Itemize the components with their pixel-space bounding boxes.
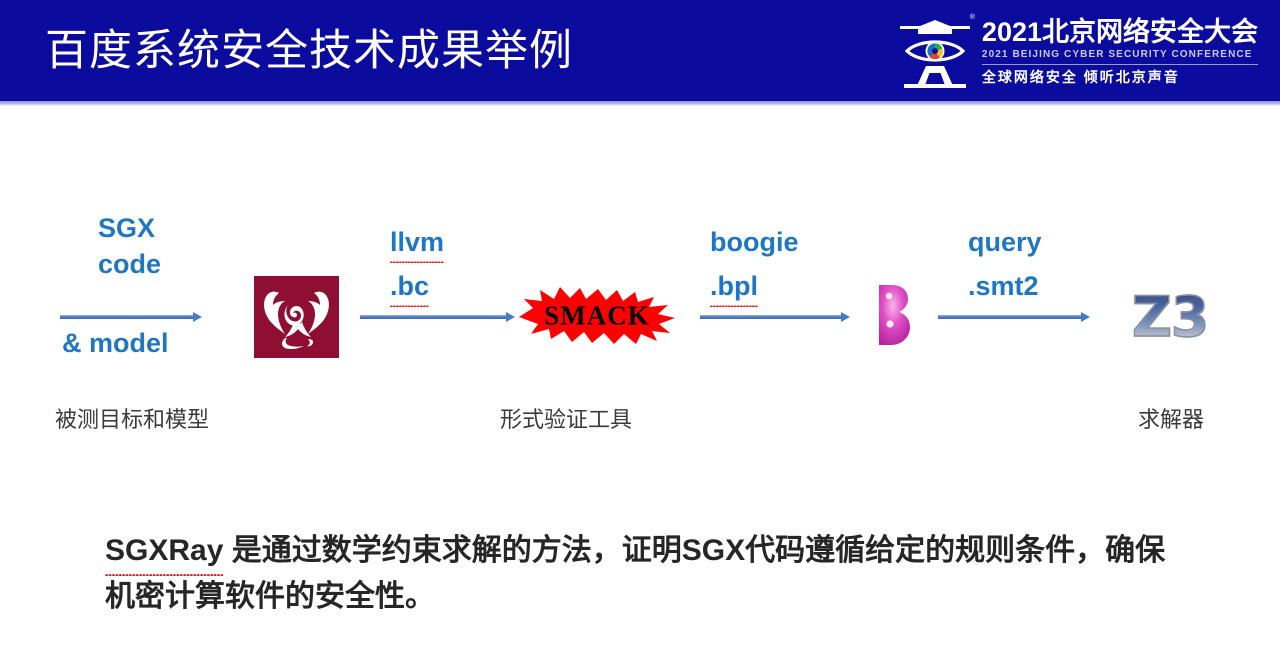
- edge-1-top-label: SGX: [98, 213, 156, 243]
- arrow-4: [938, 312, 1090, 322]
- edge-4-mid-label: .smt2: [968, 271, 1039, 301]
- arrow-2-head: [506, 312, 515, 322]
- arrow-1-shaft: [60, 315, 194, 319]
- conference-title-cn: 2021北京网络安全大会: [981, 16, 1258, 47]
- caption-right: 求解器: [1138, 407, 1205, 432]
- sgxray-pipeline-diagram: SGX code & model llvm .bc SMACK: [0, 190, 1280, 432]
- conference-tagline-cn: 全球网络安全 倾听北京声音: [981, 68, 1180, 85]
- conference-logo: ® 2021北京网络安全大会 2021 BEIJING CYBER SECURI…: [898, 10, 1258, 92]
- body-paragraph: SGXRay 是通过数学约束求解的方法，证明SGX代码遵循给定的规则条件，确保机…: [105, 528, 1185, 620]
- edge-3-mid-label: .bpl: [710, 268, 758, 307]
- arrow-3-head: [841, 312, 850, 322]
- edge-3-top-text: boogie: [710, 227, 799, 257]
- caption-left: 被测目标和模型: [55, 407, 210, 432]
- edge-1-bottom-label: & model: [62, 328, 169, 358]
- arrow-2-shaft: [360, 315, 507, 319]
- edge-3-mid-text: .bpl: [710, 268, 758, 307]
- edge-2-top-text: llvm: [390, 224, 445, 263]
- arrow-3-shaft: [700, 315, 842, 319]
- z3-logo: Z3: [1131, 285, 1210, 349]
- beijing-cyber-security-conference-eye-icon: ®: [898, 12, 975, 90]
- edge-2-mid-text: .bc: [390, 268, 430, 307]
- header-underline: [0, 101, 1280, 106]
- arrow-4-head: [1081, 312, 1090, 322]
- conference-title-en: 2021 BEIJING CYBER SECURITY CONFERENCE: [981, 48, 1253, 60]
- edge-2-mid-label: .bc: [390, 268, 430, 307]
- conference-logo-divider: [981, 63, 1258, 65]
- page-title: 百度系统安全技术成果举例: [45, 27, 573, 75]
- body-paragraph-rest: 是通过数学约束求解的方法，证明SGX代码遵循给定的规则条件，确保机密计算软件的安…: [105, 534, 1166, 613]
- slide-header-bar: [0, 0, 1280, 101]
- arrow-1: [60, 312, 202, 322]
- sgxray-term: SGXRay: [105, 528, 224, 576]
- arrow-3: [700, 312, 850, 322]
- edge-3-top-label: boogie: [710, 224, 799, 260]
- edge-1-mid-label: code: [98, 249, 162, 279]
- boogie-b-logo: [872, 282, 912, 348]
- edge-4-top-label: query: [968, 227, 1042, 257]
- llvm-dragon-logo: [254, 276, 339, 358]
- arrow-1-head: [193, 312, 202, 322]
- conference-logo-text: 2021北京网络安全大会 2021 BEIJING CYBER SECURITY…: [981, 16, 1258, 86]
- edge-2-top-label: llvm: [390, 224, 445, 263]
- registered-trademark-symbol: ®: [969, 14, 975, 21]
- arrow-4-shaft: [938, 315, 1082, 319]
- caption-middle: 形式验证工具: [500, 407, 633, 432]
- arrow-2: [360, 312, 515, 322]
- smack-burst-logo: SMACK: [516, 285, 678, 347]
